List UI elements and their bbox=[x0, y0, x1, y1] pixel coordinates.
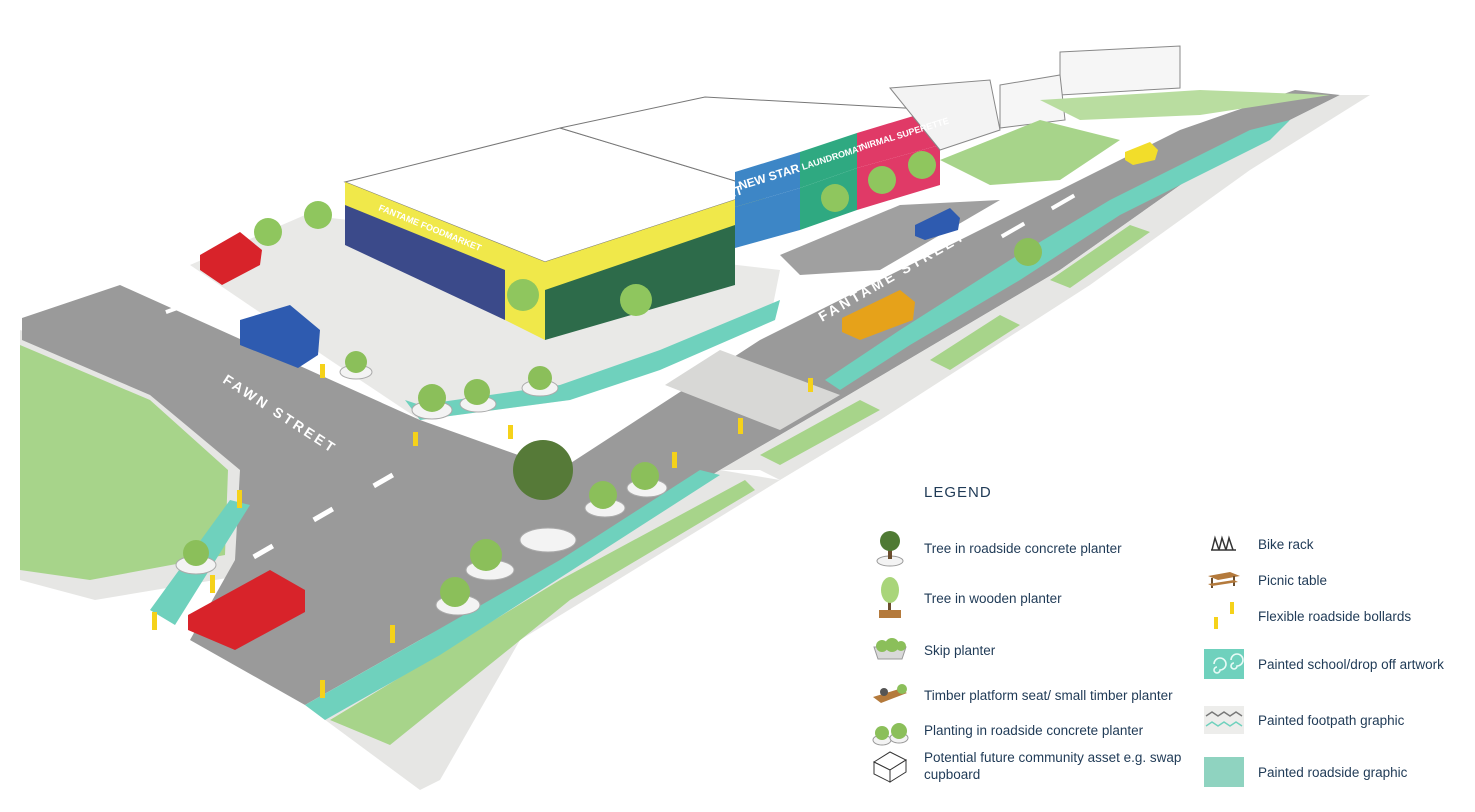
new-star-sign bbox=[735, 152, 800, 207]
lane-markings bbox=[165, 193, 1076, 560]
legend-item: Flexible roadside bollards bbox=[1202, 596, 1475, 636]
legend-label: Painted roadside graphic bbox=[1258, 764, 1408, 780]
legend-item: Painted roadside graphic bbox=[1202, 752, 1475, 792]
legend-label: Painted footpath graphic bbox=[1258, 712, 1405, 728]
grass-strip-right-3 bbox=[1050, 225, 1150, 288]
house-mid bbox=[999, 74, 1066, 129]
legend: LEGEND Tree in roadside concrete planter… bbox=[868, 478, 1475, 812]
school-artwork-icon bbox=[1202, 644, 1246, 684]
bollard-icon bbox=[1202, 596, 1246, 636]
raised-crossing bbox=[665, 350, 840, 430]
legend-item: Bike rack bbox=[1202, 524, 1475, 564]
legend-item: Painted school/drop off artwork bbox=[1202, 644, 1475, 684]
scene-bollards bbox=[152, 364, 813, 698]
scene-planters bbox=[175, 151, 1042, 616]
timber-seat-icon bbox=[868, 675, 912, 715]
roadside-graphic-icon bbox=[1202, 752, 1246, 792]
teal-lane-bottom bbox=[305, 470, 720, 720]
picnic-table-icon bbox=[1202, 560, 1246, 600]
new-star-front bbox=[735, 188, 800, 248]
fawn-street-road bbox=[22, 285, 720, 705]
legend-label: Skip planter bbox=[924, 642, 996, 658]
legend-item: Timber platform seat/ small timber plant… bbox=[868, 675, 1198, 715]
rear-building bbox=[889, 79, 1001, 151]
laundromat-sign bbox=[800, 133, 857, 188]
legend-label: Timber platform seat/ small timber plant… bbox=[924, 687, 1173, 703]
legend-item: Potential future community asset e.g. sw… bbox=[868, 746, 1198, 786]
legend-label: Potential future community asset e.g. sw… bbox=[924, 750, 1182, 782]
footpath-right bbox=[720, 95, 1370, 480]
legend-item: Tree in wooden planter bbox=[868, 577, 1198, 618]
legend-label: Planting in roadside concrete planter bbox=[924, 722, 1144, 738]
tree-concrete-planter-icon bbox=[868, 528, 912, 568]
legend-title: LEGEND bbox=[924, 484, 992, 501]
legend-label: Flexible roadside bollards bbox=[1258, 608, 1412, 624]
legend-item: Painted footpath graphic bbox=[1202, 700, 1475, 740]
legend-item: Skip planter bbox=[868, 630, 1198, 670]
legend-label: Bike rack bbox=[1258, 536, 1314, 552]
park-green bbox=[940, 120, 1120, 185]
skip-planter-icon bbox=[868, 630, 912, 670]
footpath-graphic-icon bbox=[1202, 700, 1246, 740]
legend-label: Tree in roadside concrete planter bbox=[924, 540, 1122, 556]
painted-school-artwork bbox=[825, 120, 1290, 390]
grass-strip-bottom bbox=[330, 480, 755, 745]
grass-strip-right bbox=[760, 400, 880, 465]
foodmarket-shopfront bbox=[545, 225, 735, 340]
foodmarket-mural bbox=[345, 205, 505, 320]
grass-verge-left bbox=[20, 340, 240, 590]
legend-label: Tree in wooden planter bbox=[924, 590, 1062, 606]
legend-label: Picnic table bbox=[1258, 572, 1328, 588]
tree-wooden-planter-icon bbox=[868, 577, 912, 618]
legend-label: Painted school/drop off artwork bbox=[1258, 656, 1444, 672]
house-far bbox=[1059, 45, 1181, 96]
legend-item: Tree in roadside concrete planter bbox=[868, 528, 1198, 568]
legend-item: Picnic table bbox=[1202, 560, 1475, 600]
park-green-far bbox=[1040, 90, 1330, 120]
bike-rack-icon bbox=[1202, 524, 1246, 564]
legend-item: Planting in roadside concrete planter bbox=[868, 710, 1198, 750]
swap-cupboard-icon bbox=[868, 746, 912, 786]
scene-vehicles bbox=[188, 142, 1158, 650]
concrete-planting-icon bbox=[868, 710, 912, 750]
grass-strip-right-2 bbox=[930, 315, 1020, 370]
